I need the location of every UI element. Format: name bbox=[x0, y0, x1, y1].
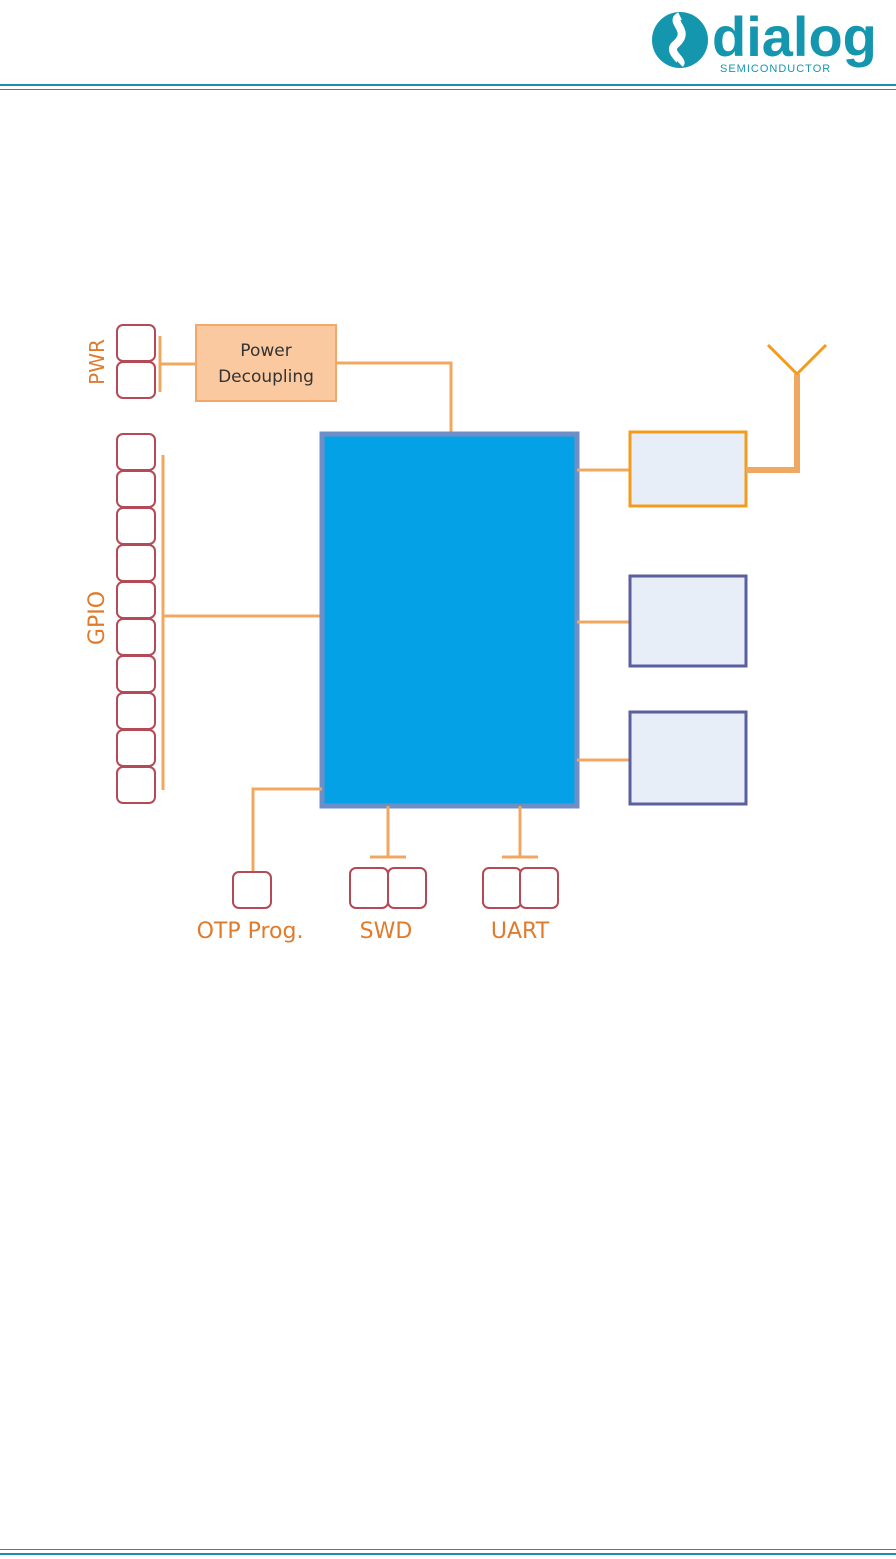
rf-block bbox=[628, 430, 748, 508]
side-block-1 bbox=[628, 574, 748, 668]
header-rule-thin bbox=[0, 89, 896, 90]
block-diagram: PWR Power Decoupling GPIO bbox=[85, 324, 828, 944]
side-block-2 bbox=[628, 710, 748, 806]
power-decoupling-block: Power Decoupling bbox=[195, 324, 337, 402]
otp-label: OTP Prog. bbox=[197, 919, 304, 944]
logo-sub: SEMICONDUCTOR bbox=[720, 63, 831, 75]
swd-label: SWD bbox=[360, 919, 413, 944]
footer-rule bbox=[0, 1553, 896, 1555]
antenna-icon bbox=[746, 343, 828, 473]
logo-word: dialog bbox=[712, 5, 877, 68]
gpio-connector bbox=[116, 433, 156, 804]
otp-connector bbox=[232, 871, 272, 909]
power-decoupling-label-2: Decoupling bbox=[218, 367, 314, 387]
swd-connector bbox=[349, 867, 427, 909]
uart-label: UART bbox=[491, 919, 550, 944]
main-chip bbox=[319, 431, 580, 809]
gpio-label: GPIO bbox=[85, 591, 110, 645]
footer-rule-thin bbox=[0, 1549, 896, 1550]
dialog-logo: dialog SEMICONDUCTOR bbox=[652, 5, 877, 75]
pwr-connector bbox=[116, 324, 156, 399]
power-decoupling-label-1: Power bbox=[240, 341, 291, 361]
header-rule bbox=[0, 84, 896, 86]
pwr-label: PWR bbox=[85, 339, 109, 385]
uart-connector bbox=[482, 867, 559, 909]
